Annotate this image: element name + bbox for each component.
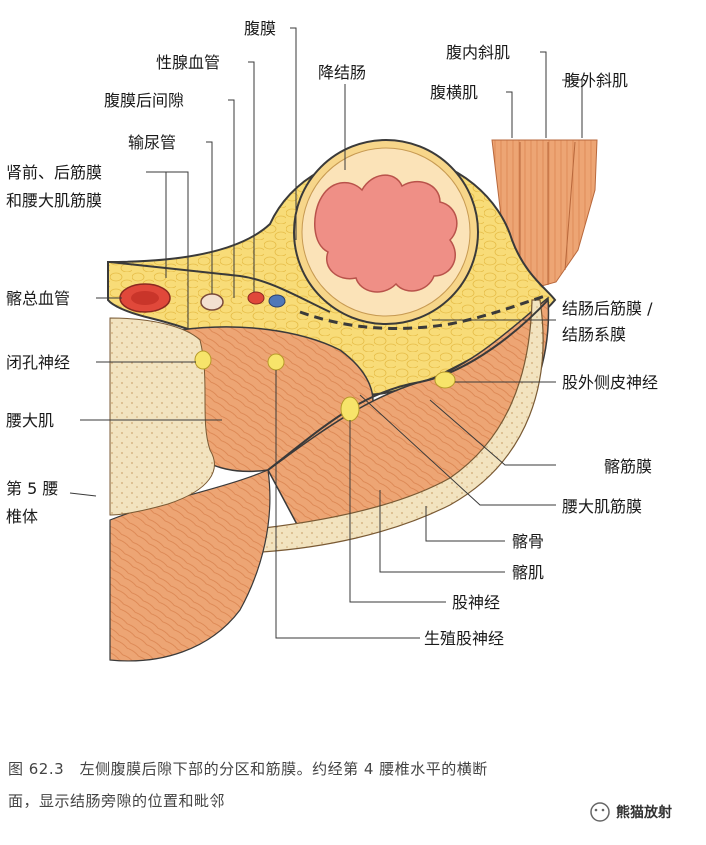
label-common-iliac-vessels: 髂总血管 <box>6 289 70 308</box>
obturator-nerve-shape <box>194 350 212 370</box>
labels: 腹膜 性腺血管 降结肠 腹内斜肌 腹外斜肌 腹横肌 腹膜后间隙 输尿管 肾前、后… <box>6 19 658 648</box>
label-vertebra-2: 椎体 <box>6 507 38 526</box>
label-external-oblique: 腹外斜肌 <box>564 71 628 90</box>
label-genitofemoral-nerve: 生殖股神经 <box>424 629 504 648</box>
label-vertebra-1: 第 5 腰 <box>6 479 58 498</box>
vertebra-shape <box>109 317 215 516</box>
renal-fascia-line <box>109 261 331 313</box>
label-iliac-fascia: 髂筋膜 <box>604 457 652 476</box>
gonadal-vein <box>268 294 286 308</box>
psoas-fascia-line <box>267 299 549 471</box>
label-retroperitoneal-interspace: 腹膜后间隙 <box>104 91 184 110</box>
label-transversus: 腹横肌 <box>430 83 478 102</box>
watermark-text: 熊猫放射 <box>616 804 672 821</box>
label-retrocolic-fascia-1: 结肠后筋膜 / <box>562 299 653 318</box>
label-ilium: 髂骨 <box>512 532 544 551</box>
caption-line-2: 面，显示结肠旁隙的位置和毗邻 <box>8 792 225 810</box>
label-psoas-major: 腰大肌 <box>6 411 54 430</box>
genitofemoral-nerve-shape <box>267 353 285 371</box>
femoral-nerve-shape <box>340 396 360 422</box>
label-iliacus: 髂肌 <box>512 563 544 582</box>
label-renal-fascia-1: 肾前、后筋膜 <box>6 163 102 182</box>
leader-lines <box>69 27 583 639</box>
gonadal-artery <box>247 291 265 305</box>
label-ureter: 输尿管 <box>128 133 176 152</box>
caption-line-1: 图 62.3 左侧腹膜后隙下部的分区和筋膜。约经第 4 腰椎水平的横断 <box>8 760 488 778</box>
label-retrocolic-fascia-2: 结肠系膜 <box>562 325 626 344</box>
label-gonadal-vessels: 性腺血管 <box>156 53 220 72</box>
label-psoas-fascia: 腰大肌筋膜 <box>562 497 642 516</box>
ureter-shape <box>200 293 224 311</box>
gluteal-muscle-shape <box>109 469 271 662</box>
anatomy <box>107 139 598 662</box>
watermark: 熊猫放射 <box>590 802 672 822</box>
label-peritoneum: 腹膜 <box>244 19 276 38</box>
caption: 图 62.3 左侧腹膜后隙下部的分区和筋膜。约经第 4 腰椎水平的横断 面，显示… <box>8 760 488 810</box>
wechat-icon <box>590 802 610 822</box>
label-renal-fascia-2: 和腰大肌筋膜 <box>6 191 102 210</box>
label-internal-oblique: 腹内斜肌 <box>446 43 510 62</box>
label-obturator-nerve: 闭孔神经 <box>6 353 70 372</box>
colon-mucosa <box>314 174 458 293</box>
label-femoral-nerve: 股神经 <box>452 593 500 612</box>
lateral-femoral-cutaneous-nerve-shape <box>434 371 456 389</box>
label-descending-colon: 降结肠 <box>318 63 366 82</box>
label-lateral-femoral-cutaneous-nerve: 股外侧皮神经 <box>562 373 658 392</box>
